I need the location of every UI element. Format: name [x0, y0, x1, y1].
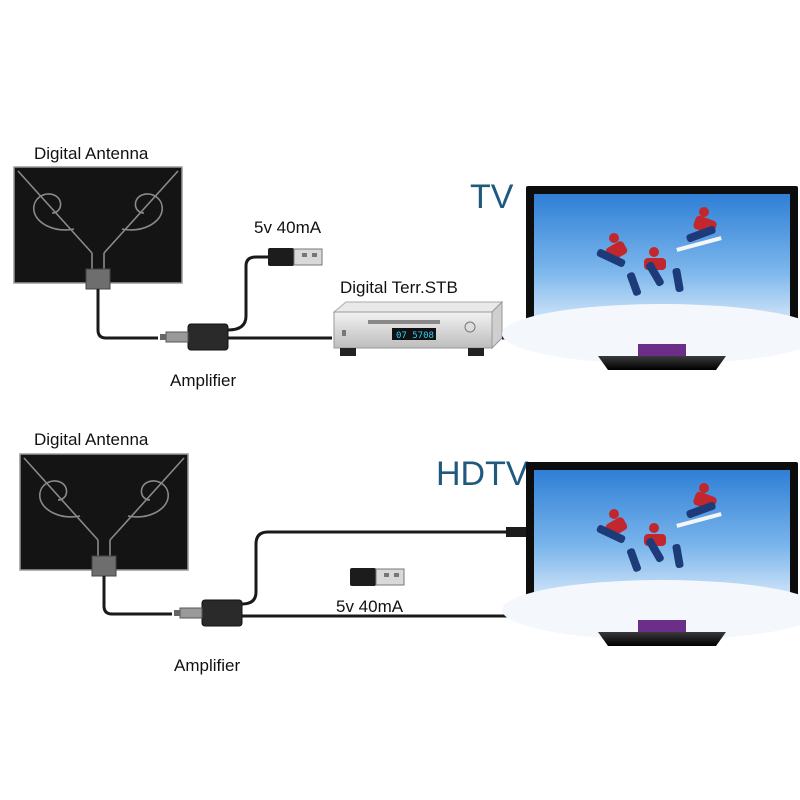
- tv-screen-bottom: [502, 462, 800, 646]
- stb-label: Digital Terr.STB: [340, 278, 458, 297]
- usb-cable-bottom: [241, 530, 506, 606]
- antenna-cable-bottom: [102, 576, 172, 616]
- hdtv-label: HDTV: [436, 455, 529, 493]
- power-label-bottom: 5v 40mA: [336, 597, 404, 616]
- amplifier-label-top: Amplifier: [170, 371, 236, 390]
- antenna-label-top: Digital Antenna: [34, 144, 149, 163]
- amplifier-bottom: [173, 599, 243, 627]
- top-setup: Digital Antenna 5v 40mA Amplifier Digita…: [13, 144, 800, 390]
- tv-screen-top: [502, 186, 800, 370]
- antenna-cable-top: [96, 289, 158, 340]
- tv-label: TV: [470, 178, 514, 216]
- bottom-setup: Digital Antenna 5v 40mA Amplifier HDTV: [19, 430, 800, 675]
- power-label-top: 5v 40mA: [254, 218, 322, 237]
- tv-usb-connector: [506, 527, 526, 537]
- amplifier-label-bottom: Amplifier: [174, 656, 240, 675]
- usb-plug-bottom: [349, 567, 405, 587]
- antenna-panel-top: [13, 166, 183, 290]
- stb-display: 07 5708: [396, 331, 434, 341]
- usb-cable-top: [227, 255, 268, 332]
- usb-plug-top: [267, 247, 323, 267]
- antenna-label-bottom: Digital Antenna: [34, 430, 149, 449]
- amplifier-top: [159, 323, 229, 351]
- antenna-panel-bottom: [19, 453, 189, 577]
- set-top-box: 07 5708: [332, 300, 504, 356]
